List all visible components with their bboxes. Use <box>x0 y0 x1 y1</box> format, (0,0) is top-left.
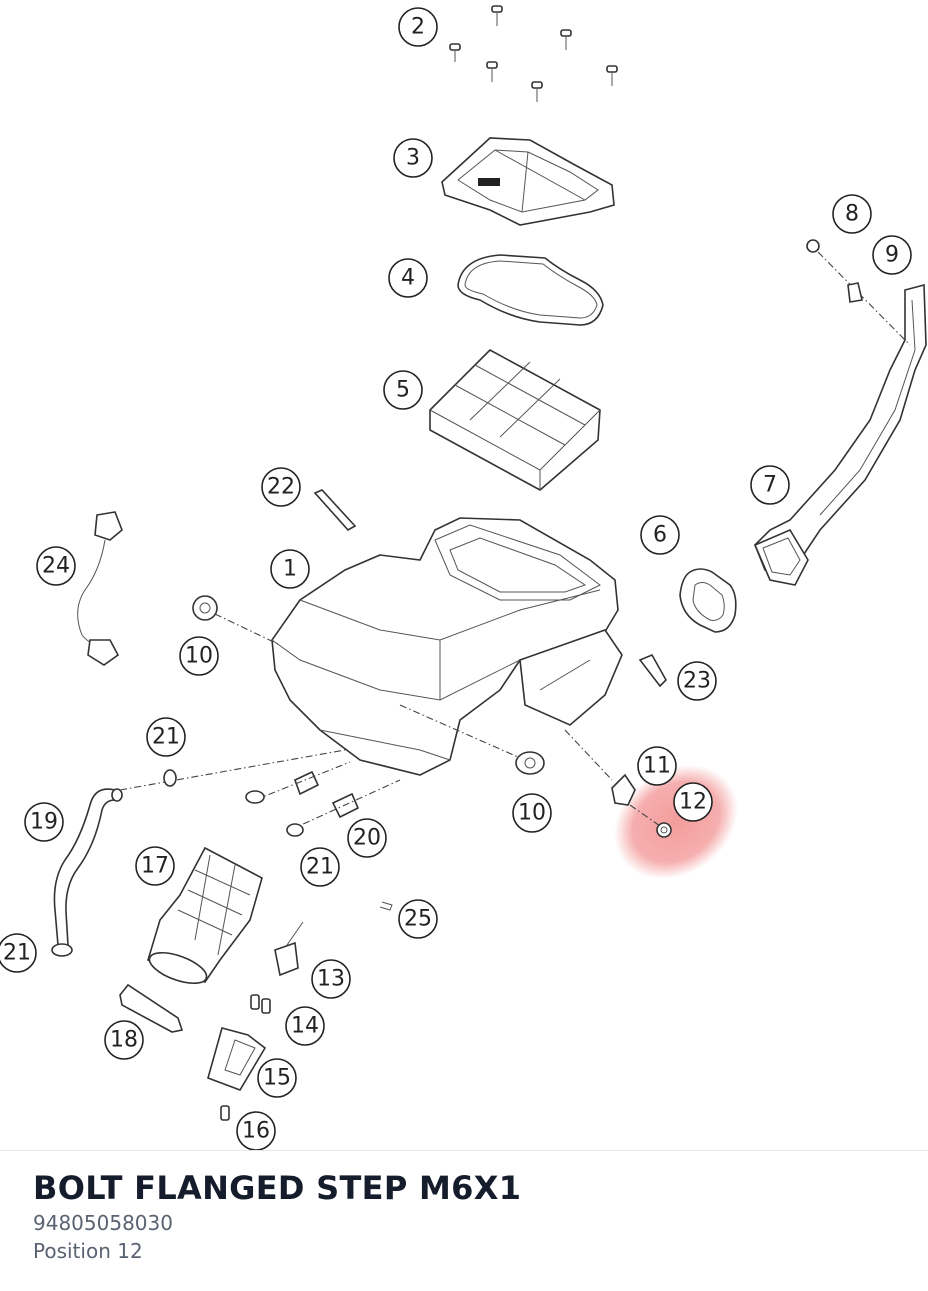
part-damper-11[interactable] <box>564 729 636 806</box>
callout-3[interactable]: 3 <box>393 138 433 178</box>
svg-text:21: 21 <box>306 855 334 880</box>
svg-text:3: 3 <box>406 146 420 171</box>
callout-5[interactable]: 5 <box>383 370 423 410</box>
svg-text:22: 22 <box>267 475 295 500</box>
callout-21-bottom[interactable]: 21 <box>0 933 37 973</box>
part-clip-23[interactable] <box>638 653 667 688</box>
callout-8[interactable]: 8 <box>832 194 872 234</box>
part-screws-2[interactable] <box>449 5 618 102</box>
callout-1[interactable]: 1 <box>270 549 310 589</box>
svg-text:13: 13 <box>317 967 345 992</box>
callout-22[interactable]: 22 <box>261 467 301 507</box>
part-bracket-22[interactable] <box>313 489 357 532</box>
svg-text:21: 21 <box>152 725 180 750</box>
part-fittings-20[interactable] <box>119 749 401 831</box>
svg-text:11: 11 <box>643 754 671 779</box>
svg-text:20: 20 <box>353 826 381 851</box>
svg-text:12: 12 <box>679 790 707 815</box>
part-intake-duct-7[interactable] <box>753 283 927 586</box>
svg-text:5: 5 <box>396 378 410 403</box>
part-screw-16[interactable] <box>220 1105 230 1121</box>
part-grommet-10b[interactable] <box>399 704 545 775</box>
callout-25[interactable]: 25 <box>398 899 438 939</box>
callout-4[interactable]: 4 <box>388 258 428 298</box>
part-bolt-8[interactable] <box>806 239 911 346</box>
svg-text:4: 4 <box>401 266 415 291</box>
callout-12[interactable]: 12 <box>673 782 713 822</box>
part-info-panel: BOLT FLANGED STEP M6X1 94805058030 Posit… <box>0 1150 928 1291</box>
part-clip-25[interactable] <box>379 901 393 911</box>
svg-text:7: 7 <box>763 473 777 498</box>
svg-text:18: 18 <box>110 1028 138 1053</box>
part-screws-14[interactable] <box>250 994 271 1014</box>
callout-16[interactable]: 16 <box>236 1111 276 1150</box>
part-airbox-1[interactable] <box>271 517 623 776</box>
callout-24[interactable]: 24 <box>36 546 76 586</box>
callout-18[interactable]: 18 <box>104 1020 144 1060</box>
callout-23[interactable]: 23 <box>677 661 717 701</box>
part-position: Position 12 <box>33 1239 143 1263</box>
callout-13[interactable]: 13 <box>311 959 351 999</box>
svg-text:15: 15 <box>263 1066 291 1091</box>
part-clamps-21[interactable] <box>51 769 304 957</box>
part-sensor-24[interactable] <box>77 511 123 666</box>
svg-text:23: 23 <box>683 669 711 694</box>
part-intake-boot-17[interactable] <box>146 846 263 990</box>
part-holder-15[interactable] <box>207 1027 267 1091</box>
callout-21-mid[interactable]: 21 <box>300 847 340 887</box>
svg-text:19: 19 <box>30 810 58 835</box>
svg-text:24: 24 <box>42 554 70 579</box>
callout-10-right[interactable]: 10 <box>512 793 552 833</box>
callout-7[interactable]: 7 <box>750 465 790 505</box>
callout-14[interactable]: 14 <box>285 1006 325 1046</box>
svg-text:9: 9 <box>885 243 899 268</box>
part-seal-6[interactable] <box>679 568 737 633</box>
svg-text:6: 6 <box>653 523 667 548</box>
svg-text:25: 25 <box>404 907 432 932</box>
callout-15[interactable]: 15 <box>257 1058 297 1098</box>
callout-17[interactable]: 17 <box>135 846 175 886</box>
svg-text:1: 1 <box>283 557 297 582</box>
callout-20[interactable]: 20 <box>347 818 387 858</box>
callout-6[interactable]: 6 <box>640 515 680 555</box>
svg-text:2: 2 <box>411 15 425 40</box>
svg-text:10: 10 <box>185 644 213 669</box>
part-air-filter-5[interactable] <box>429 349 601 491</box>
part-clamp-band-18[interactable] <box>119 983 184 1033</box>
callout-10-left[interactable]: 10 <box>179 636 219 676</box>
exploded-parts-diagram: 2 3 4 5 8 9 7 22 6 24 1 10 23 21 11 12 1… <box>0 5 927 1150</box>
part-number: 94805058030 <box>33 1211 173 1235</box>
part-cover-3[interactable] <box>441 137 615 226</box>
part-bolt-12[interactable] <box>629 804 672 838</box>
callout-2[interactable]: 2 <box>398 7 438 47</box>
part-clip-9[interactable] <box>847 282 863 303</box>
callout-19[interactable]: 19 <box>24 802 64 842</box>
part-grommet-10a[interactable] <box>192 595 281 646</box>
svg-text:17: 17 <box>141 854 169 879</box>
callout-21-top[interactable]: 21 <box>146 717 186 757</box>
part-sensor-13[interactable] <box>274 921 304 977</box>
svg-text:8: 8 <box>845 202 859 227</box>
svg-text:14: 14 <box>291 1014 319 1039</box>
part-hose-19[interactable] <box>53 788 123 946</box>
callout-11[interactable]: 11 <box>637 746 677 786</box>
svg-text:21: 21 <box>3 941 31 966</box>
svg-text:16: 16 <box>242 1119 270 1144</box>
part-name: BOLT FLANGED STEP M6X1 <box>33 1169 522 1207</box>
part-gasket-4[interactable] <box>457 254 604 326</box>
svg-text:10: 10 <box>518 801 546 826</box>
callout-9[interactable]: 9 <box>872 235 912 275</box>
